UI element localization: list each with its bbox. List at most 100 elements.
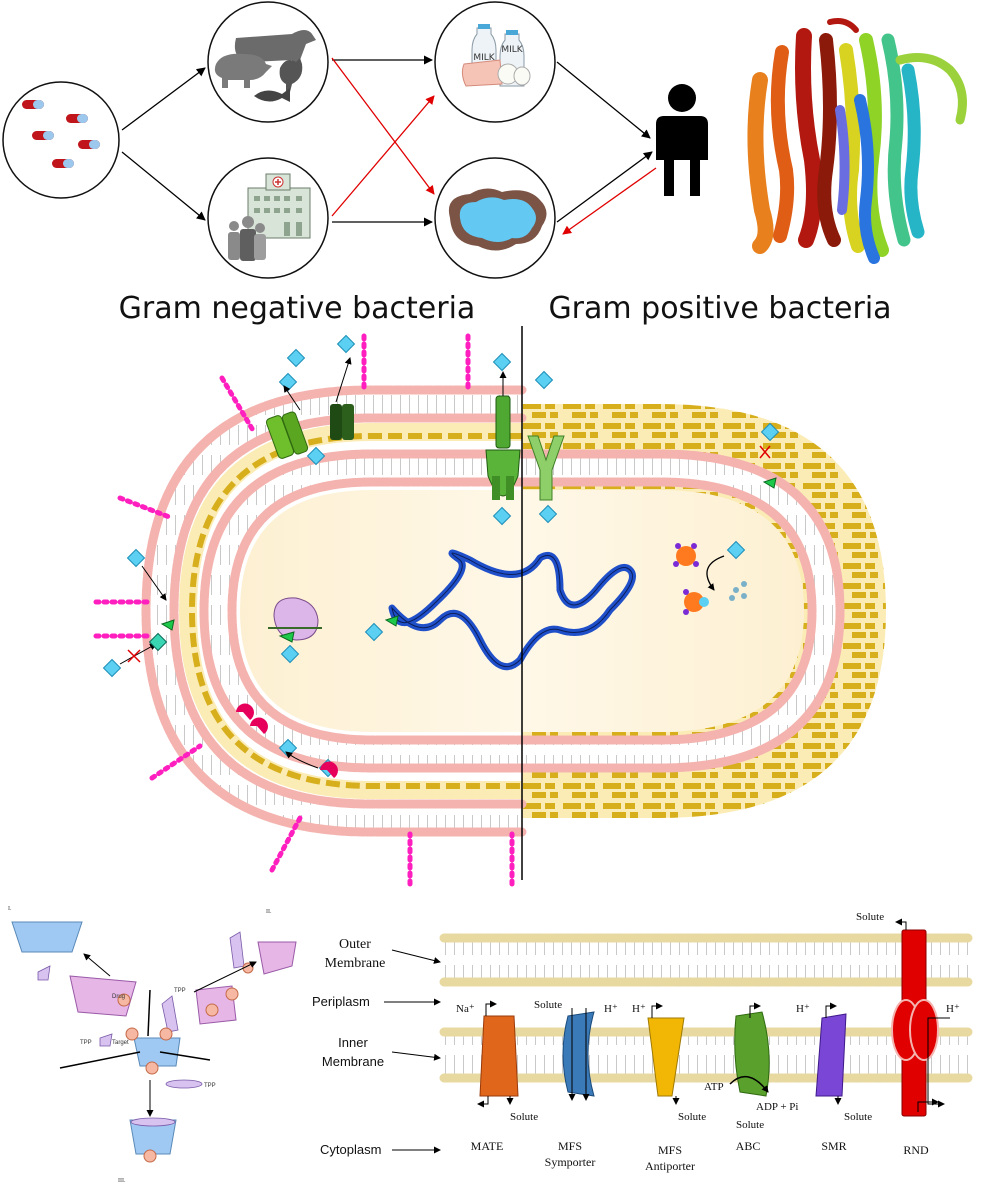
human-icon [656, 84, 708, 196]
axis-lines [59, 989, 211, 1069]
milk-label: MILK [473, 53, 495, 63]
symporter-solute-label: Solute [534, 999, 562, 1011]
modification-arrow [706, 555, 725, 591]
tpp-icon [37, 965, 51, 981]
gram-positive-title: Gram positive bacteria [548, 291, 891, 326]
blocked-arrow [119, 643, 157, 665]
abc-adp-label: ADP + Pi [756, 1101, 798, 1113]
drug-modifying-enzyme [673, 543, 699, 567]
fish-icon [254, 88, 290, 102]
beta-lactamase-enzymes [236, 703, 338, 778]
target-protein-icon [133, 1037, 181, 1067]
efflux-pump-families-diagram: Outer Membrane Periplasm Inner Membrane … [312, 911, 973, 1173]
mate-transporter: Na⁺ Solute MATE [456, 1000, 538, 1153]
drug-target-protection-diagram: I. II. III. Drug Target TPP TPP [8, 906, 297, 1184]
antiporter-solute-label: Solute [678, 1111, 706, 1123]
modified-drug-icon [729, 581, 747, 601]
outer-membrane-label: Membrane [325, 956, 386, 971]
drug-modifying-enzyme [683, 589, 709, 615]
pill-icon [32, 131, 54, 140]
mate-sodium-label: Na⁺ [456, 1003, 475, 1015]
mutated-porin-icon [148, 632, 168, 652]
arrow-to-state-ii [193, 961, 257, 993]
pill-icon [22, 100, 44, 109]
mfs-antiporter-transporter: H⁺ Solute MFS Antiporter [632, 1002, 706, 1173]
entry-arrow [141, 565, 167, 601]
red-arrow-hospital-to-food [331, 95, 435, 217]
symporter-proton-label: H⁺ [604, 1003, 618, 1015]
outer-membrane-label: Outer [339, 937, 371, 952]
efflux-pump-protein-structure [747, 18, 967, 264]
tpp-label: TPP [80, 1040, 92, 1046]
abc-name: ABC [736, 1139, 761, 1153]
symporter-name: MFS [558, 1139, 582, 1153]
transmission-pathway-panel: MILK MILK [2, 1, 967, 279]
symporter-name: Symporter [545, 1155, 596, 1169]
arrow-water-to-human [556, 151, 653, 223]
drug-molecule-circles [117, 962, 254, 1163]
arrow-pills-to-livestock [121, 67, 206, 131]
gram-negative-title: Gram negative bacteria [119, 291, 476, 326]
rnd-solute-label: Solute [856, 911, 884, 923]
pig-icon [214, 53, 272, 88]
livestock-circle [207, 1, 329, 123]
tpp-label: TPP [174, 988, 186, 994]
periplasm-label: Periplasm [312, 994, 370, 1009]
red-arrow-livestock-to-water [331, 57, 435, 195]
efflux-arrow [283, 385, 301, 411]
label-arrow [391, 949, 441, 964]
smr-proton-label: H⁺ [796, 1003, 810, 1015]
rnd-transporter: Solute H⁺ RND [856, 911, 960, 1157]
smr-transporter: H⁺ Solute SMR [796, 1002, 872, 1153]
water-environment-circle [434, 157, 556, 279]
cytoplasm-label: Cytoplasm [320, 1142, 381, 1157]
efflux-pump-outer [330, 404, 354, 440]
food-products-circle: MILK MILK [434, 1, 556, 123]
abc-atp-label: ATP [704, 1081, 724, 1093]
antiporter-name: Antiporter [645, 1159, 695, 1173]
target-label: Target [112, 1040, 129, 1046]
tpp-label: TPP [204, 1083, 216, 1089]
panel-label-iii: III. [118, 1178, 126, 1184]
porin-channel [265, 411, 309, 459]
target-protein-icon [11, 921, 83, 953]
chicken-icon [279, 58, 303, 92]
milk-label: MILK [501, 45, 523, 55]
target-protein-icon [69, 975, 137, 1017]
target-protein-icon [257, 941, 297, 975]
panel-label-i: I. [8, 906, 12, 912]
arrow-food-to-human [556, 61, 651, 139]
drug-label: Drug [112, 994, 125, 1000]
mate-solute-label: Solute [510, 1111, 538, 1123]
tpp-icon [161, 995, 179, 1033]
bacterial-cell-diagram [93, 326, 886, 887]
water-icon [459, 197, 536, 242]
abc-transporter: ATP ADP + Pi Solute ABC [704, 1002, 798, 1153]
pill-icon [78, 140, 100, 149]
people-icon [228, 216, 266, 261]
antiporter-proton-label: H⁺ [632, 1003, 646, 1015]
red-arrow-human-to-water [562, 167, 657, 235]
antiporter-name: MFS [658, 1143, 682, 1157]
rnd-name: RND [903, 1143, 929, 1157]
hospital-circle [207, 157, 329, 279]
arrow-to-state-i [83, 953, 111, 977]
inner-membrane-label: Membrane [322, 1054, 384, 1069]
lps-chains [93, 333, 515, 887]
efflux-pump-gram-positive [527, 435, 565, 501]
tpp-icon [99, 1033, 113, 1047]
smr-solute-label: Solute [844, 1111, 872, 1123]
mfs-symporter-transporter: Solute H⁺ MFS Symporter [534, 999, 618, 1169]
blocked-x-icon [127, 649, 141, 663]
rnd-proton-label: H⁺ [946, 1003, 960, 1015]
mate-name: MATE [471, 1139, 504, 1153]
tripartite-efflux-pump [485, 395, 521, 500]
egg-icon [513, 66, 531, 86]
antibiotics-pills-circle [2, 81, 120, 199]
degradation-arrow [285, 751, 319, 769]
abc-solute-label: Solute [736, 1119, 764, 1131]
tpp-icon [229, 931, 245, 969]
efflux-arrow [335, 357, 352, 403]
inner-membrane-label: Inner [338, 1035, 368, 1050]
pill-icon [66, 114, 88, 123]
